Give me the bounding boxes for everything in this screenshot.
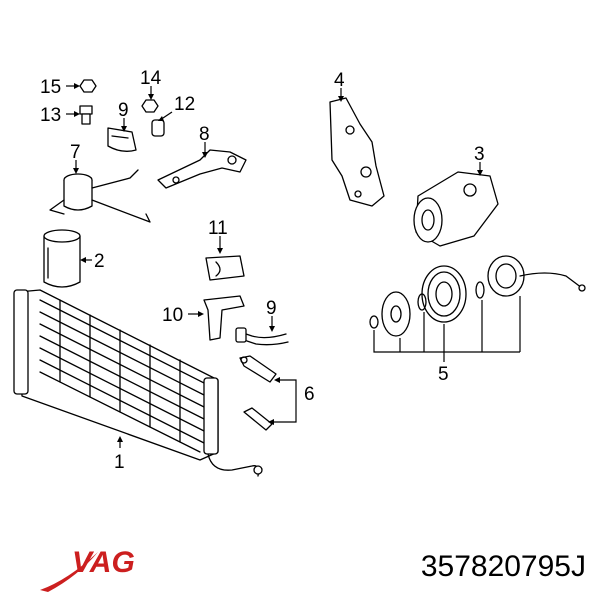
pipe-bracket-part — [157, 149, 247, 189]
condenser-fins — [39, 299, 209, 453]
vag-logo: VAG — [40, 546, 135, 592]
clutch-nut-part — [369, 315, 379, 329]
compressor-part — [413, 171, 499, 247]
callout-8: 8 — [199, 124, 210, 145]
callout-12: 12 — [174, 94, 195, 115]
callout-11: 11 — [208, 218, 228, 239]
part-number: 357820795J — [420, 550, 586, 583]
grommet-part-12 — [151, 119, 165, 137]
callout-9-lower: 9 — [266, 298, 277, 319]
clamp-part-upper — [107, 127, 137, 152]
callout-1: 1 — [114, 452, 125, 473]
bracket-part-10 — [203, 295, 245, 341]
callout-7: 7 — [70, 142, 81, 163]
callout-14: 14 — [140, 68, 162, 89]
nut-part-15 — [79, 79, 97, 93]
logo-text: VAG — [72, 546, 135, 579]
callout-5: 5 — [438, 364, 449, 385]
clutch-plate-part — [381, 291, 411, 337]
field-coil-part — [487, 255, 586, 297]
nut-part-14 — [141, 99, 159, 113]
callout-10: 10 — [162, 305, 183, 326]
logo-swoosh — [40, 552, 98, 592]
bolt-part-13 — [79, 105, 93, 125]
callout-13: 13 — [40, 105, 61, 126]
leader-lines — [66, 83, 521, 448]
drier-bracket-part — [49, 169, 151, 223]
callout-6: 6 — [304, 384, 315, 405]
snap-ring-part — [417, 281, 485, 311]
hose-part-lower — [235, 327, 289, 346]
receiver-drier-part — [43, 229, 81, 288]
callout-9-upper: 9 — [118, 100, 129, 121]
callout-4: 4 — [334, 70, 345, 91]
callout-3: 3 — [474, 144, 485, 165]
callout-15: 15 — [40, 77, 61, 98]
callout-labels: 1 2 3 4 5 6 7 8 9 9 10 11 12 13 14 15 — [40, 68, 485, 473]
compressor-bracket-part — [329, 97, 385, 207]
hose-part-6-upper — [239, 355, 277, 383]
hose-part-6-lower — [243, 407, 273, 431]
pulley-part — [421, 265, 467, 323]
condenser-part — [13, 289, 263, 477]
mount-part-11 — [205, 255, 245, 281]
callout-2: 2 — [94, 251, 105, 272]
